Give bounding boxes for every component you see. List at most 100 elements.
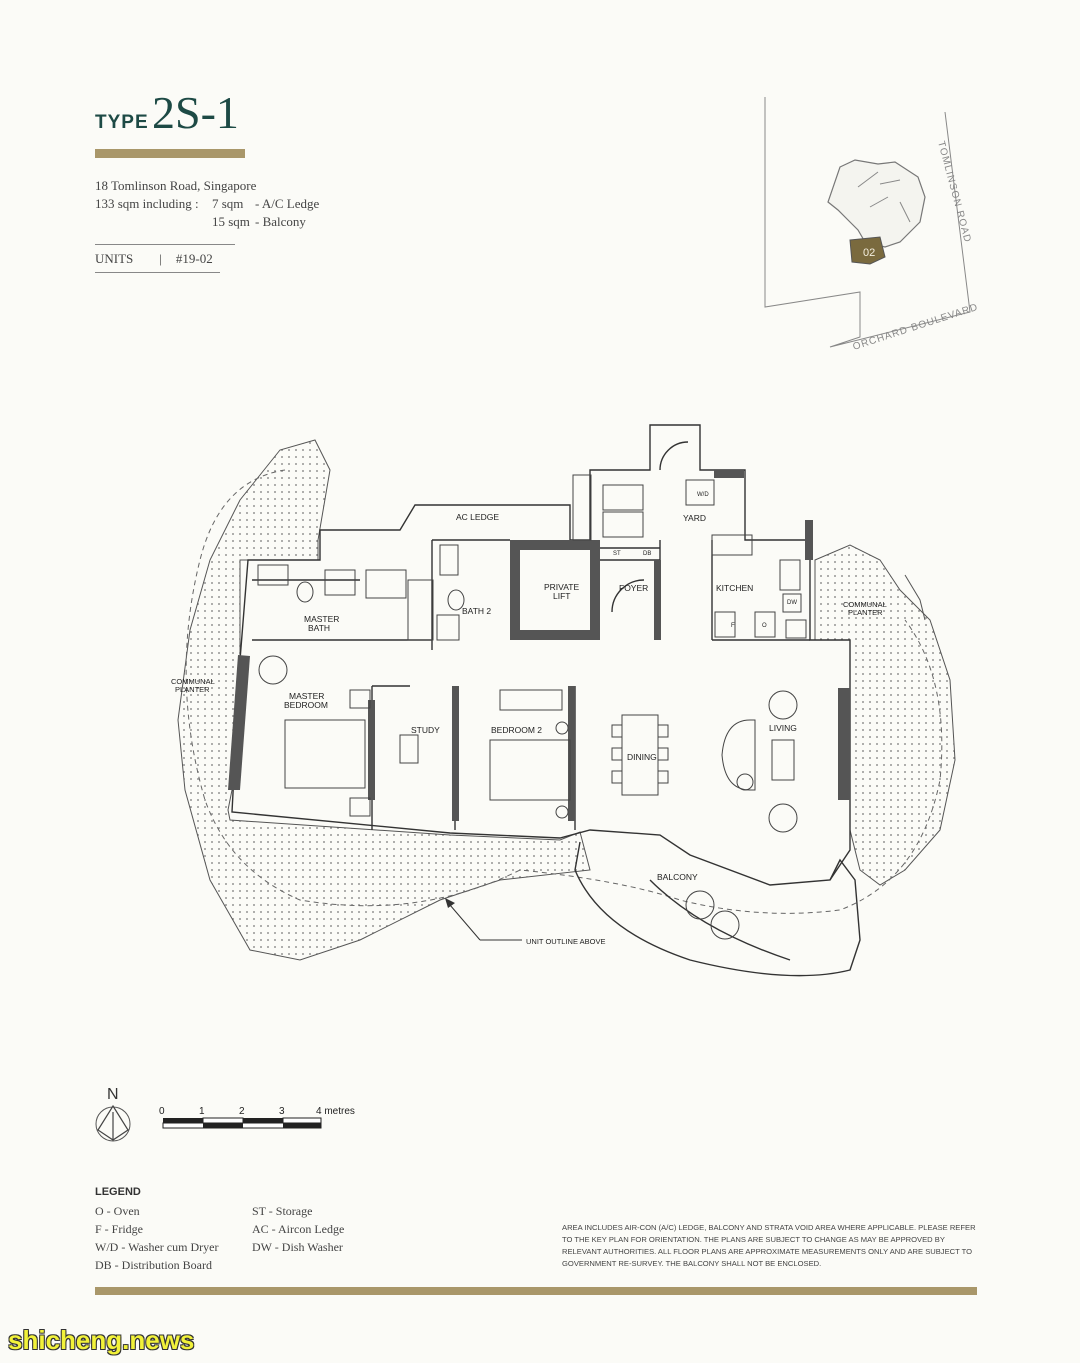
foyer-wall (654, 560, 661, 640)
unit-outline-above (185, 469, 943, 914)
label-db: DB (643, 551, 651, 557)
title-underline (95, 149, 245, 158)
label-wd: W/D (697, 492, 709, 498)
scale-bar: 0 1 2 3 4 metres (159, 1106, 355, 1129)
scale-seg-4 (282, 1117, 322, 1124)
legend-item: AC - Aircon Ledge (252, 1222, 345, 1236)
bedroom2-partition (568, 686, 575, 821)
label-foyer: FOYER (619, 583, 648, 593)
label-ac-ledge: AC LEDGE (456, 512, 499, 522)
key-plan: 02 TOMLINSON ROAD ORCHARD BOULEVARD (764, 97, 980, 353)
communal-planter-right (814, 544, 956, 886)
label-master-bedroom-1: MASTER (289, 691, 324, 701)
label-dining: DINING (627, 752, 657, 762)
bath2-toilet (447, 589, 465, 611)
masterbath-shower (257, 564, 289, 586)
label-master-bedroom-2: BEDROOM (284, 700, 328, 710)
scale-seg-5 (203, 1123, 243, 1128)
type-label: TYPE (95, 112, 149, 133)
masterbath-vanity (324, 569, 356, 596)
balcony-chair (685, 890, 715, 920)
balcony-inner (649, 879, 791, 961)
scale-seg-2 (202, 1117, 244, 1124)
label-yard: YARD (683, 513, 706, 523)
disclaimer: AREA INCLUDES AIR-CON (A/C) LEDGE, BALCO… (562, 1223, 976, 1268)
footer-bar (95, 1287, 977, 1295)
label-private-lift-2: LIFT (553, 591, 570, 601)
north-label: N (107, 1086, 119, 1103)
dining-chair-3 (611, 770, 623, 784)
study-partition (452, 686, 459, 821)
living-window-wall (838, 688, 850, 800)
fixtures (257, 474, 807, 940)
kitchen-column (805, 520, 813, 560)
label-private-lift-1: PRIVATE (544, 582, 579, 592)
legend-item: DB - Distribution Board (95, 1258, 212, 1272)
entry-door-swing (659, 441, 689, 471)
scale-end-label: 4 metres (316, 1106, 355, 1117)
masterbath-stairs (365, 569, 407, 599)
master-bedside-1 (349, 689, 371, 709)
label-planter-left-2: PLANTER (175, 685, 210, 694)
label-dw: DW (787, 600, 797, 606)
units-separator: | (159, 251, 162, 266)
legend-item: F - Fridge (95, 1222, 143, 1236)
foyer-door-swing (611, 579, 645, 613)
units-row: UNITS|#19-02 (95, 251, 213, 267)
label-bedroom-2: BEDROOM 2 (491, 725, 542, 735)
outline-leader (449, 904, 481, 941)
dining-chair-1 (611, 724, 623, 738)
master-armchair (258, 655, 288, 685)
scale-seg-1 (163, 1118, 203, 1123)
kitchen-sink (785, 619, 807, 639)
balcony-outline (574, 841, 861, 977)
lift-wall-bottom (510, 630, 600, 640)
label-living: LIVING (769, 723, 797, 733)
site-boundary (764, 97, 971, 348)
masterbed-window-wall (228, 655, 250, 790)
dining-chair-5 (657, 747, 669, 761)
ac-ledge-area: 7 sqm (212, 196, 244, 211)
scale-tick-2: 2 (239, 1106, 245, 1117)
study-desk (399, 734, 419, 764)
label-st: ST (613, 551, 621, 557)
label-bath-2: BATH 2 (462, 606, 491, 616)
label-fridge: F (731, 623, 735, 629)
ac-ledge-label: - A/C Ledge (255, 196, 320, 211)
balcony-area: 15 sqm (212, 214, 250, 229)
unit-highlight (849, 236, 886, 265)
bedroom2-lamp-2 (555, 805, 569, 819)
dishwasher (782, 593, 802, 613)
living-sofa (721, 719, 756, 791)
living-armchair-2 (768, 803, 798, 833)
dining-chair-4 (657, 724, 669, 738)
scale-tick-0: 0 (159, 1106, 165, 1117)
hob (711, 534, 753, 556)
masterbath-wardrobe (407, 579, 434, 641)
ac-unit (572, 474, 592, 541)
scale-tick-3: 3 (279, 1106, 285, 1117)
label-balcony: BALCONY (657, 872, 698, 882)
address: 18 Tomlinson Road, Singapore (95, 178, 257, 193)
yard-wall (714, 470, 744, 478)
bedroom2-bed (489, 739, 571, 801)
bath2-vanity (436, 614, 460, 641)
yard-unit-1 (602, 484, 644, 511)
label-master-bath-1: MASTER (304, 614, 339, 624)
scale-seg-3 (243, 1118, 283, 1123)
unit-type-code: 2S-1 (152, 87, 239, 138)
units-value: #19-02 (175, 251, 213, 266)
side-table (736, 773, 754, 791)
label-planter-right-1: COMMUNAL (843, 600, 887, 609)
label-planter-right-2: PLANTER (848, 608, 883, 617)
legend-item: O - Oven (95, 1204, 140, 1218)
bath2-shower (439, 544, 459, 576)
communal-planter-left (177, 439, 591, 961)
label-oven: O (762, 623, 767, 629)
masterbed-partition (368, 700, 375, 800)
oven (754, 611, 776, 638)
master-bedside-2 (349, 797, 371, 817)
fridge (714, 611, 736, 638)
balcony-table (710, 910, 740, 940)
